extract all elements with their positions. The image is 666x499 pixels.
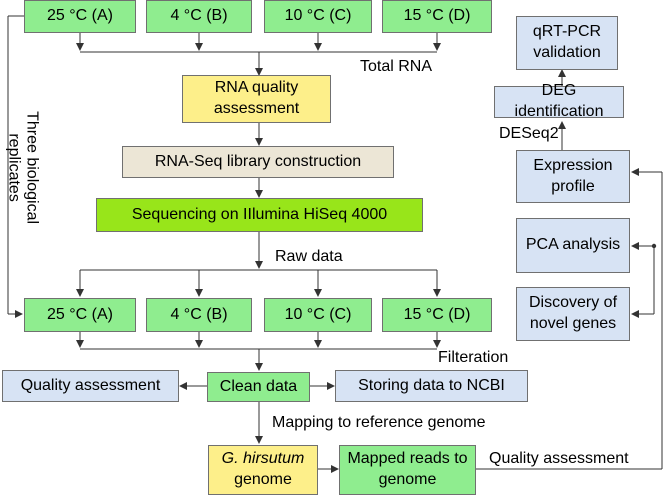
raw-data-label: Raw data [275,248,343,265]
filteration-label: Filteration [438,349,509,366]
bottom-sample-d: 15 °C (D) [382,298,492,332]
novel-genes-box: Discovery of novel genes [516,287,630,341]
library-construction-box: RNA-Seq library construction [122,146,394,178]
top-sample-b: 4 °C (B) [146,0,252,33]
top-sample-a: 25 °C (A) [24,0,136,33]
genome-box: G. hirsutum genome [208,445,318,495]
sequencing-box: Sequencing on IIlumina HiSeq 4000 [96,198,423,232]
expression-profile-box: Expression profile [516,150,630,203]
genome-species: G. hirsutum [221,450,305,468]
genome-word: genome [234,471,292,488]
bottom-sample-c: 10 °C (C) [264,298,372,332]
mapped-reads-box: Mapped reads to genome [339,445,476,495]
bottom-sample-b: 4 °C (B) [146,298,252,332]
pca-analysis-box: PCA analysis [516,218,630,273]
bottom-sample-a: 25 °C (A) [24,298,136,332]
total-rna-label: Total RNA [360,58,433,75]
top-sample-c: 10 °C (C) [264,0,372,33]
mapping-label: Mapping to reference genome [272,414,486,431]
deseq2-label: DESeq2 [499,125,559,142]
clean-data-box: Clean data [207,372,310,402]
replicates-label: Three biological replicates [5,83,41,253]
top-sample-d: 15 °C (D) [382,0,492,33]
qrt-pcr-box: qRT-PCR validation [516,16,618,70]
storing-ncbi-box: Storing data to NCBI [335,370,528,402]
replicates-line2: replicates [6,133,23,202]
deg-identification-box: DEG identification [494,82,624,120]
replicates-line1: Three biological [23,111,41,225]
rna-quality-box: RNA quality assessment [182,75,331,123]
quality-assessment-bottom-label: Quality assessment [489,450,629,467]
quality-assessment-left-box: Quality assessment [2,370,179,402]
